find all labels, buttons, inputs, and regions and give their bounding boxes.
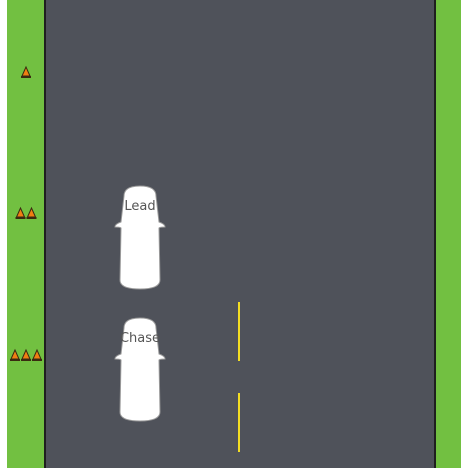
grass-right [436,0,461,468]
white-margin-left [0,0,7,468]
car-label: Chase [120,331,160,346]
chase-car[interactable]: Chase [115,318,165,421]
cone-group-3 [10,350,42,361]
car-label: Lead [124,199,155,214]
